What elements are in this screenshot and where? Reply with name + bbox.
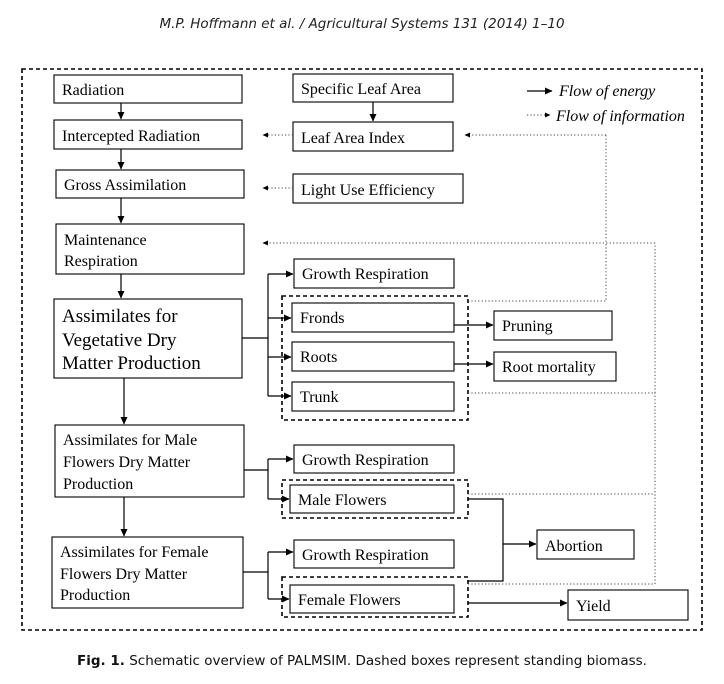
vegetative-assimilates-label-3: Matter Production (62, 353, 201, 374)
male-flowers-box (289, 484, 455, 514)
trunk-label: Trunk (300, 389, 339, 406)
abortion-label: Abortion (545, 538, 603, 555)
maintenance-respiration-box (55, 223, 245, 275)
male-assimilates-label-1: Assimilates for Male (63, 432, 197, 449)
female-assimilates-label-3: Production (60, 587, 130, 604)
female-flowers-box (289, 584, 455, 614)
leaf-area-index-box (292, 121, 454, 152)
abortion-box (536, 529, 635, 560)
female-assimilates-label-1: Assimilates for Female (60, 544, 208, 561)
growth-respiration-box-3 (293, 539, 455, 569)
vegetative-assimilates-label-2: Vegetative Dry (62, 330, 177, 351)
figure-caption: Fig. 1. Schematic overview of PALMSIM. D… (0, 653, 724, 669)
pruning-label: Pruning (502, 318, 553, 335)
female-flowers-label: Female Flowers (298, 592, 401, 609)
intercepted-radiation-label: Intercepted Radiation (62, 128, 200, 145)
growth-respiration-box-1 (293, 258, 455, 289)
gross-assimilation-label: Gross Assimilation (64, 177, 186, 194)
legend-information-label: Flow of information (555, 108, 685, 125)
yield-box (567, 589, 689, 621)
fronds-box (291, 302, 455, 333)
male-assimilates-label-2: Flowers Dry Matter (63, 454, 191, 471)
growth-respiration-label-1: Growth Respiration (302, 266, 429, 283)
male-assimilates-label-3: Production (63, 476, 133, 493)
information-flow-arrows (262, 132, 656, 585)
figure-caption-text: Schematic overview of PALMSIM. Dashed bo… (124, 653, 647, 669)
specific-leaf-area-label: Specific Leaf Area (301, 81, 421, 98)
maintenance-respiration-label-2: Respiration (64, 253, 138, 270)
female-flowers-group (281, 576, 469, 618)
male-flowers-label: Male Flowers (298, 492, 386, 509)
yield-label: Yield (576, 598, 611, 615)
gross-assimilation-box (55, 169, 245, 199)
roots-label: Roots (300, 349, 337, 366)
pruning-box (493, 310, 613, 341)
roots-box (291, 341, 455, 372)
specific-leaf-area-box (292, 73, 454, 103)
vegetative-assimilates-box (53, 298, 243, 379)
energy-flow-arrows (117, 102, 568, 607)
female-assimilates-box (51, 536, 244, 609)
running-header: M.P. Hoffmann et al. / Agricultural Syst… (159, 16, 565, 32)
male-assimilates-box (54, 424, 245, 498)
vegetative-biomass-group (281, 295, 469, 421)
radiation-box (53, 74, 243, 104)
growth-respiration-box-2 (293, 444, 455, 474)
figure-label: Fig. 1. (77, 653, 125, 669)
radiation-label: Radiation (62, 82, 124, 99)
trunk-box (291, 381, 455, 412)
growth-respiration-label-2: Growth Respiration (302, 452, 429, 469)
intercepted-radiation-box (53, 119, 243, 150)
maintenance-respiration-label-1: Maintenance (64, 232, 147, 249)
fronds-label: Fronds (300, 310, 344, 327)
female-assimilates-label-2: Flowers Dry Matter (60, 566, 188, 583)
root-mortality-box (493, 351, 617, 382)
legend-energy-label: Flow of energy (558, 83, 656, 100)
light-use-efficiency-label: Light Use Efficiency (301, 182, 435, 199)
root-mortality-label: Root mortality (502, 359, 596, 376)
leaf-area-index-label: Leaf Area Index (301, 130, 405, 147)
outer-frame (21, 68, 703, 631)
growth-respiration-label-3: Growth Respiration (302, 547, 429, 564)
legend: Flow of energy Flow of information (527, 83, 685, 125)
vegetative-assimilates-label-1: Assimilates for (62, 306, 178, 327)
